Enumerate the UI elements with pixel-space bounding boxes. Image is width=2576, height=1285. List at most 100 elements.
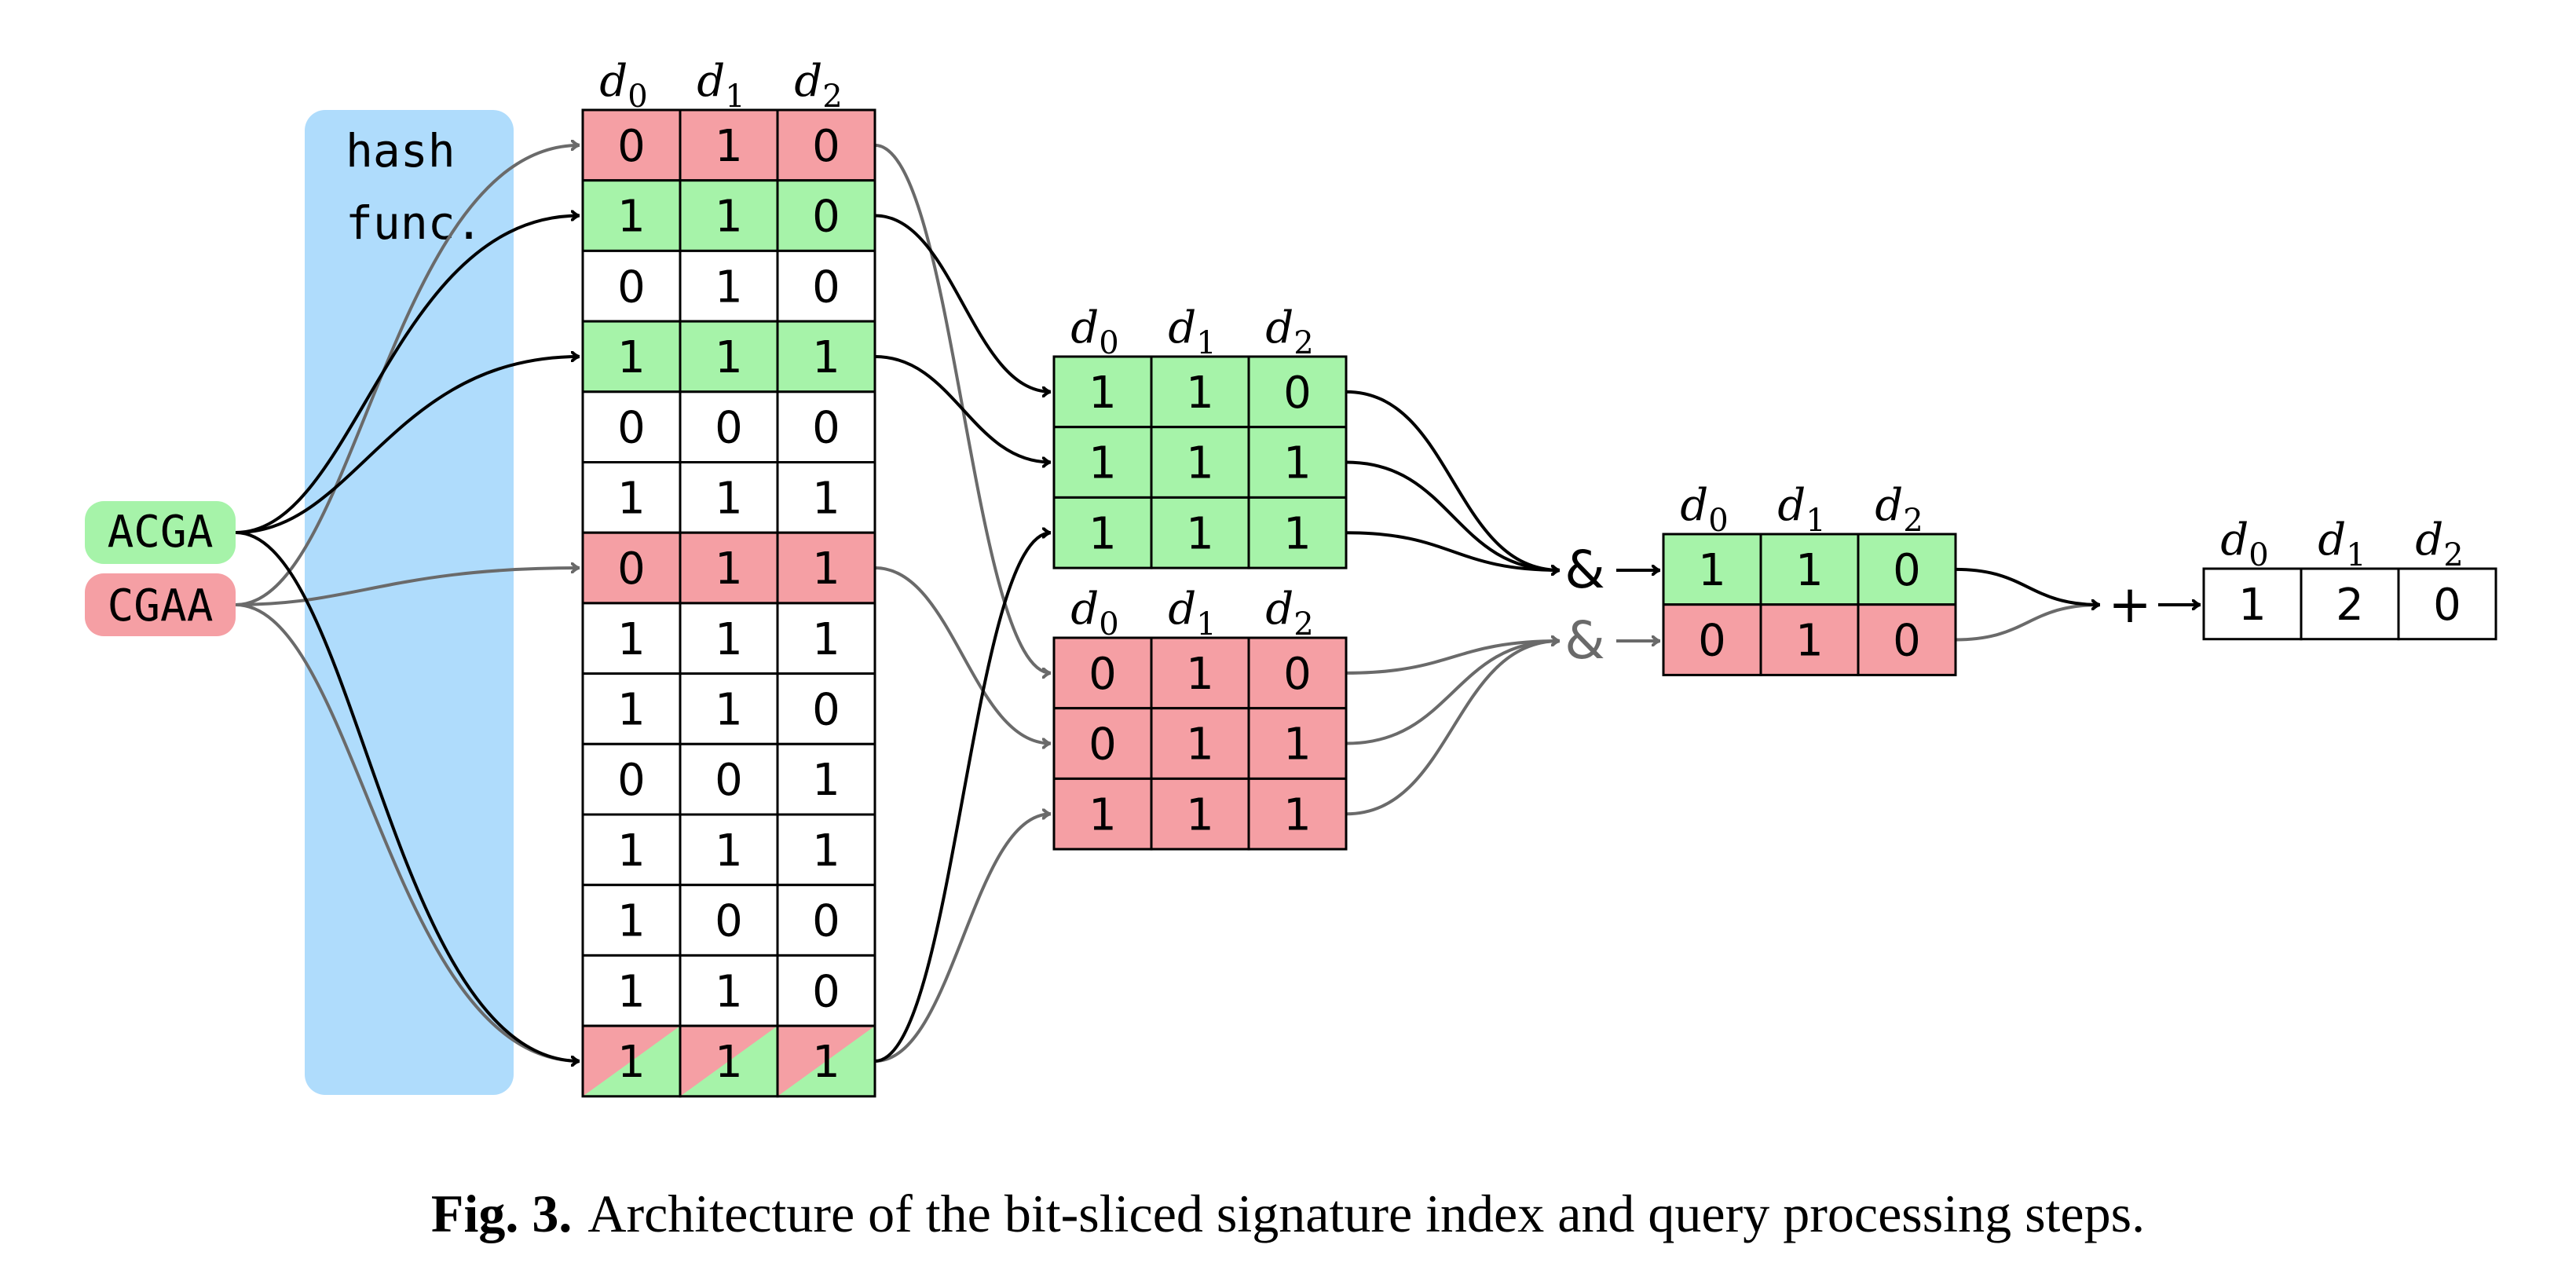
- green0-to-and: [1345, 390, 1560, 570]
- index-row1-col0-value: 1: [617, 192, 646, 243]
- selected-green-row1-col0-value: 1: [1089, 438, 1117, 489]
- index-row12-col1: 1: [679, 954, 779, 1027]
- hash-function-box: [305, 110, 514, 1095]
- and-result-row0-col1-value: 1: [1795, 545, 1824, 596]
- red2-to-and: [1345, 641, 1560, 816]
- selected-red-row1-col2: 1: [1247, 707, 1348, 780]
- and-row0-to-plus: [1955, 567, 2100, 605]
- index-row0-col1: 1: [679, 108, 779, 182]
- index-row7-col2: 1: [776, 602, 876, 675]
- red0-to-and: [1345, 641, 1560, 675]
- index-row7-col1: 1: [679, 602, 779, 675]
- sum-result-header-d1: d1: [2318, 514, 2366, 573]
- index-row0-col1-value: 1: [715, 121, 743, 172]
- hash-label-line2: func.: [346, 196, 483, 250]
- plus-operator: +: [2108, 574, 2151, 635]
- index-row13-col0: 1: [581, 1024, 682, 1098]
- cgaa-to-index-row13: [235, 603, 580, 1061]
- acga-to-index-row13: [235, 531, 580, 1061]
- selected-green-row2-col2: 1: [1247, 496, 1348, 569]
- sum-result-row0-col2: 0: [2397, 567, 2497, 641]
- query-acga-badge: [85, 501, 236, 564]
- and-result-row1-col2: 0: [1857, 603, 1957, 676]
- index-row13-to-green2: [874, 533, 1051, 1063]
- selected-green-row0-col0: 1: [1052, 355, 1153, 429]
- index-row9-col0-value: 0: [617, 755, 646, 806]
- index-row6-col0: 0: [581, 531, 682, 605]
- and-result-header-d2: d2: [1875, 480, 1923, 539]
- and-result-row1-col0: 0: [1662, 603, 1762, 676]
- index-row0-col0-value: 0: [617, 121, 646, 172]
- index-row3-col0: 1: [581, 320, 682, 394]
- selected-red-row2-col0: 1: [1052, 777, 1153, 851]
- selected-red-row2-col1: 1: [1150, 777, 1250, 851]
- selected-green-row1-col1-value: 1: [1186, 438, 1214, 489]
- sum-result-row0-col0-value: 1: [2238, 580, 2267, 631]
- index-row10-col1: 1: [679, 813, 779, 887]
- index-row11-col0-value: 1: [617, 896, 646, 947]
- index-row2-col2-value: 0: [812, 262, 840, 313]
- index-row1-col0: 1: [581, 179, 682, 252]
- selected-red-row0-col0-value: 0: [1089, 649, 1117, 700]
- index-header-d1: d1: [697, 56, 745, 115]
- index-row4-col0-value: 0: [617, 403, 646, 454]
- index-row9-col0: 0: [581, 742, 682, 816]
- index-row11-col0: 1: [581, 884, 682, 957]
- index-row8-col0: 1: [581, 672, 682, 745]
- index-row13-col2-value: 1: [812, 1037, 840, 1088]
- index-row1-col1-value: 1: [715, 192, 743, 243]
- index-row0-col2: 0: [776, 108, 876, 182]
- index-row4-col1-value: 0: [715, 403, 743, 454]
- selected-green-row2-col1: 1: [1150, 496, 1250, 569]
- index-row9-col1: 0: [679, 742, 779, 816]
- index-row8-col0-value: 1: [617, 684, 646, 735]
- index-row4-col0: 0: [581, 390, 682, 463]
- selected-green-row2-col0-value: 1: [1089, 508, 1117, 559]
- and-result-row1-col1: 1: [1759, 603, 1860, 676]
- index-row3-to-green1: [874, 354, 1051, 463]
- sum-result-header-d0: d0: [2220, 514, 2268, 573]
- selected-green-row0-col1: 1: [1150, 355, 1250, 429]
- and-result-row1-col2-value: 0: [1893, 616, 1921, 667]
- index-row11-col1-value: 0: [715, 896, 743, 947]
- index-row13-col0-value: 1: [617, 1037, 646, 1088]
- index-row10-col2: 1: [776, 813, 876, 887]
- index-row11-col2-value: 0: [812, 896, 840, 947]
- red1-to-and: [1345, 641, 1560, 745]
- index-row6-col2-value: 1: [812, 544, 840, 595]
- index-row8-col1: 1: [679, 672, 779, 745]
- index-row5-col2: 1: [776, 461, 876, 534]
- query-cgaa-label: CGAA: [108, 580, 214, 632]
- index-row10-col2-value: 1: [812, 826, 840, 877]
- index-row13-col2: 1: [776, 1024, 876, 1098]
- index-row0-col2-value: 0: [812, 121, 840, 172]
- figure-caption: Fig. 3.Architecture of the bit-sliced si…: [431, 1184, 2145, 1243]
- selected-red-row0-col2-value: 0: [1283, 649, 1312, 700]
- index-row12-col0-value: 1: [617, 966, 646, 1017]
- selected-red-header-d2: d2: [1265, 584, 1313, 642]
- selected-green-row0-col1-value: 1: [1186, 368, 1214, 419]
- black-connection-layer: [235, 216, 2201, 1063]
- sum-result-row0-col0: 1: [2202, 567, 2303, 641]
- selected-red-row0-col1: 1: [1150, 636, 1250, 710]
- index-row2-col0: 0: [581, 249, 682, 323]
- selected-red-row2-col2: 1: [1247, 777, 1348, 851]
- caption-label: Fig. 3.: [431, 1184, 572, 1243]
- index-row8-col2: 0: [776, 672, 876, 745]
- and-result-row0-col0-value: 1: [1698, 545, 1726, 596]
- sum-result-header-d2: d2: [2415, 514, 2463, 573]
- selected-red-row1-col0: 0: [1052, 707, 1153, 780]
- index-row3-col2-value: 1: [812, 332, 840, 383]
- index-row3-col2: 1: [776, 320, 876, 394]
- index-row10-col1-value: 1: [715, 826, 743, 877]
- selected-green-header-d2: d2: [1265, 302, 1313, 361]
- index-row3-col0-value: 1: [617, 332, 646, 383]
- index-row3-col1-value: 1: [715, 332, 743, 383]
- index-row13-to-red2: [874, 814, 1051, 1063]
- and-result-row0-col2: 0: [1857, 533, 1957, 606]
- selected-red-row0-col2: 0: [1247, 636, 1348, 710]
- sum-result-row0-col1: 2: [2300, 567, 2400, 641]
- index-row5-col0: 1: [581, 461, 682, 534]
- selected-red-row2-col2-value: 1: [1283, 789, 1312, 840]
- index-row7-col0: 1: [581, 602, 682, 675]
